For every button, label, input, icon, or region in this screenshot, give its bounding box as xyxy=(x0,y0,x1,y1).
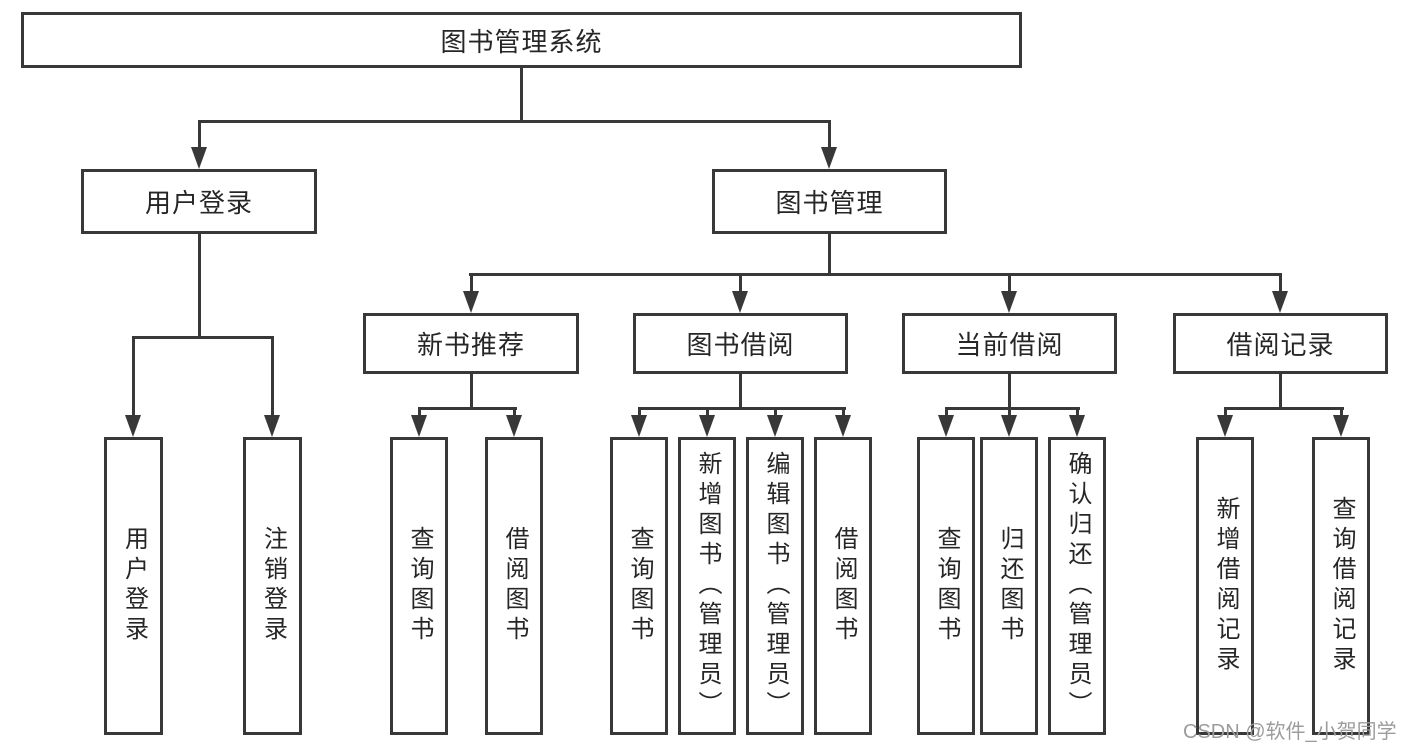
connector-drop-current xyxy=(1008,273,1011,293)
node-label: 当前借阅 xyxy=(955,330,1064,360)
leaf-label: 编辑图书（管理员） xyxy=(762,451,789,721)
arrowhead-leaf xyxy=(631,415,647,437)
arrowhead-current xyxy=(1001,291,1017,313)
connector-drop-recommend xyxy=(470,273,473,293)
node-library-management-system: 图书管理系统 xyxy=(21,12,1022,68)
node-label: 用户登录 xyxy=(144,188,253,218)
node-current-borrow: 当前借阅 xyxy=(902,313,1117,374)
node-label: 借阅记录 xyxy=(1226,330,1335,360)
node-label: 图书管理 xyxy=(775,188,884,218)
node-label: 图书管理系统 xyxy=(440,26,603,57)
connector-mgmt-stem xyxy=(828,234,831,275)
connector-current-stem xyxy=(1008,374,1011,410)
connector-root-stem xyxy=(520,68,523,121)
arrowhead-leaf-user-login xyxy=(125,415,141,437)
leaf-label: 归还图书 xyxy=(996,526,1023,646)
connector-drop xyxy=(1076,407,1079,417)
leaf-edit-book-admin: 编辑图书（管理员） xyxy=(746,437,804,735)
node-book-management: 图书管理 xyxy=(712,169,947,234)
arrowhead-leaf xyxy=(699,415,715,437)
leaf-label: 确认归还（管理员） xyxy=(1064,451,1091,721)
connector-user-stem xyxy=(198,234,201,338)
leaf-confirm-return-admin: 确认归还（管理员） xyxy=(1048,437,1106,735)
arrowhead-leaf xyxy=(835,415,851,437)
leaf-label: 用户登录 xyxy=(120,526,148,646)
leaf-borrow-book-recommend: 借阅图书 xyxy=(485,437,543,735)
connector-drop xyxy=(513,407,516,417)
leaf-query-book-borrow: 查询图书 xyxy=(610,437,668,735)
arrowhead-leaf-logout xyxy=(264,415,280,437)
connector-current-rail xyxy=(945,407,1080,410)
node-borrow-records: 借阅记录 xyxy=(1173,313,1388,374)
arrowhead-leaf xyxy=(411,415,427,437)
node-label: 图书借阅 xyxy=(686,330,795,360)
arrowhead-leaf xyxy=(938,415,954,437)
connector-drop xyxy=(1340,407,1343,417)
connector-drop xyxy=(638,407,641,417)
connector-mgmt-rail xyxy=(469,273,1282,276)
arrowhead-leaf xyxy=(1217,415,1233,437)
connector-records-stem xyxy=(1279,374,1282,410)
connector-drop xyxy=(774,407,777,417)
connector-drop-book-management xyxy=(828,120,831,149)
connector-drop xyxy=(945,407,948,417)
node-label: 新书推荐 xyxy=(416,330,525,360)
leaf-query-book-recommend: 查询图书 xyxy=(390,437,448,735)
leaf-label: 查询图书 xyxy=(406,526,433,646)
leaf-label: 借阅图书 xyxy=(501,526,528,646)
csdn-watermark: CSDN @软件_小贺同学 xyxy=(1183,721,1397,743)
leaf-label: 注销登录 xyxy=(259,526,287,646)
arrowhead-book-management xyxy=(821,147,837,169)
connector-recommend-rail xyxy=(418,407,517,410)
connector-records-rail xyxy=(1224,407,1344,410)
connector-borrow-stem xyxy=(739,374,742,410)
leaf-query-borrow-record: 查询借阅记录 xyxy=(1312,437,1370,735)
leaf-label: 借阅图书 xyxy=(830,526,857,646)
connector-drop-user-login xyxy=(198,120,201,149)
connector-drop xyxy=(1008,407,1011,417)
node-user-login: 用户登录 xyxy=(81,169,317,234)
leaf-logout: 注销登录 xyxy=(243,437,302,735)
connector-drop-leaf-logout xyxy=(271,336,274,417)
connector-drop-leaf-user-login xyxy=(132,336,135,417)
arrowhead-user-login xyxy=(191,147,207,169)
connector-recommend-stem xyxy=(470,374,473,410)
leaf-label: 新增借阅记录 xyxy=(1212,496,1239,676)
leaf-user-login: 用户登录 xyxy=(104,437,163,735)
connector-root-rail xyxy=(198,120,831,123)
arrowhead-records xyxy=(1272,291,1288,313)
leaf-query-book-current: 查询图书 xyxy=(917,437,975,735)
leaf-label: 查询图书 xyxy=(626,526,653,646)
leaf-add-book-admin: 新增图书（管理员） xyxy=(678,437,736,735)
leaf-return-book: 归还图书 xyxy=(980,437,1038,735)
connector-drop-records xyxy=(1279,273,1282,293)
arrowhead-leaf xyxy=(1333,415,1349,437)
leaf-add-borrow-record: 新增借阅记录 xyxy=(1196,437,1254,735)
arrowhead-leaf xyxy=(767,415,783,437)
connector-user-rail xyxy=(132,336,274,339)
connector-drop xyxy=(842,407,845,417)
leaf-borrow-book: 借阅图书 xyxy=(814,437,872,735)
connector-drop xyxy=(706,407,709,417)
arrowhead-leaf xyxy=(506,415,522,437)
arrowhead-leaf xyxy=(1069,415,1085,437)
arrowhead-borrow xyxy=(732,291,748,313)
connector-drop-borrow xyxy=(739,273,742,293)
connector-drop xyxy=(418,407,421,417)
connector-borrow-rail xyxy=(638,407,846,410)
node-book-borrow: 图书借阅 xyxy=(633,313,848,374)
leaf-label: 新增图书（管理员） xyxy=(694,451,721,721)
connector-drop xyxy=(1224,407,1227,417)
leaf-label: 查询图书 xyxy=(933,526,960,646)
node-new-book-recommend: 新书推荐 xyxy=(363,313,579,374)
arrowhead-leaf xyxy=(1001,415,1017,437)
leaf-label: 查询借阅记录 xyxy=(1328,496,1355,676)
arrowhead-recommend xyxy=(463,291,479,313)
